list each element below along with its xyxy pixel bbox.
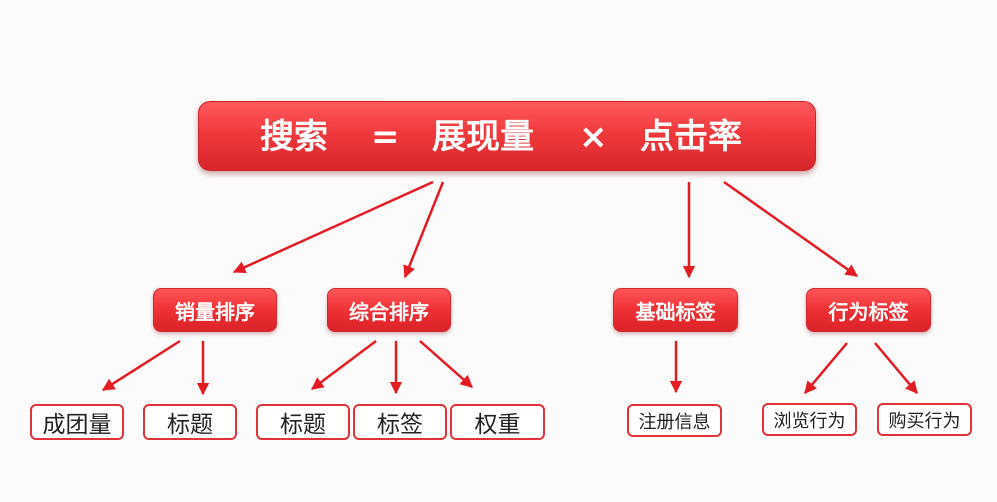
- equals-sign: =: [371, 117, 400, 157]
- search-term: 搜索: [260, 117, 328, 157]
- formula-banner: 搜索 = 展现量 × 点击率: [198, 101, 816, 171]
- overall-title-box: 标题: [256, 404, 350, 440]
- arrow-ctr-to-behavior-tags: [723, 180, 859, 278]
- arrow-behavior-to-browse: [804, 342, 848, 394]
- arrow-overall-to-title: [311, 340, 377, 390]
- arrow-overall-to-weight: [419, 340, 473, 388]
- arrow-impressions-to-overall-sort: [403, 181, 445, 279]
- group-volume-box: 成团量: [30, 404, 124, 440]
- sales-title-box: 标题: [143, 404, 237, 440]
- arrow-sales-to-group-volume: [101, 339, 181, 392]
- ctr-term: 点击率: [640, 117, 742, 157]
- behavior-tags-box: 行为标签: [806, 288, 931, 332]
- purchase-behavior-box: 购买行为: [877, 403, 972, 436]
- sales-sort-box: 销量排序: [153, 288, 277, 332]
- times-sign: ×: [579, 117, 608, 157]
- arrow-behavior-to-purchase: [874, 342, 918, 394]
- register-info-box: 注册信息: [627, 404, 722, 437]
- arrow-impressions-to-sales-sort: [232, 180, 434, 274]
- basic-tags-box: 基础标签: [613, 288, 738, 332]
- tag-box: 标签: [353, 404, 447, 440]
- browse-behavior-box: 浏览行为: [762, 403, 857, 436]
- overall-sort-box: 综合排序: [327, 288, 451, 332]
- weight-box: 权重: [450, 404, 545, 440]
- impressions-term: 展现量: [432, 117, 534, 157]
